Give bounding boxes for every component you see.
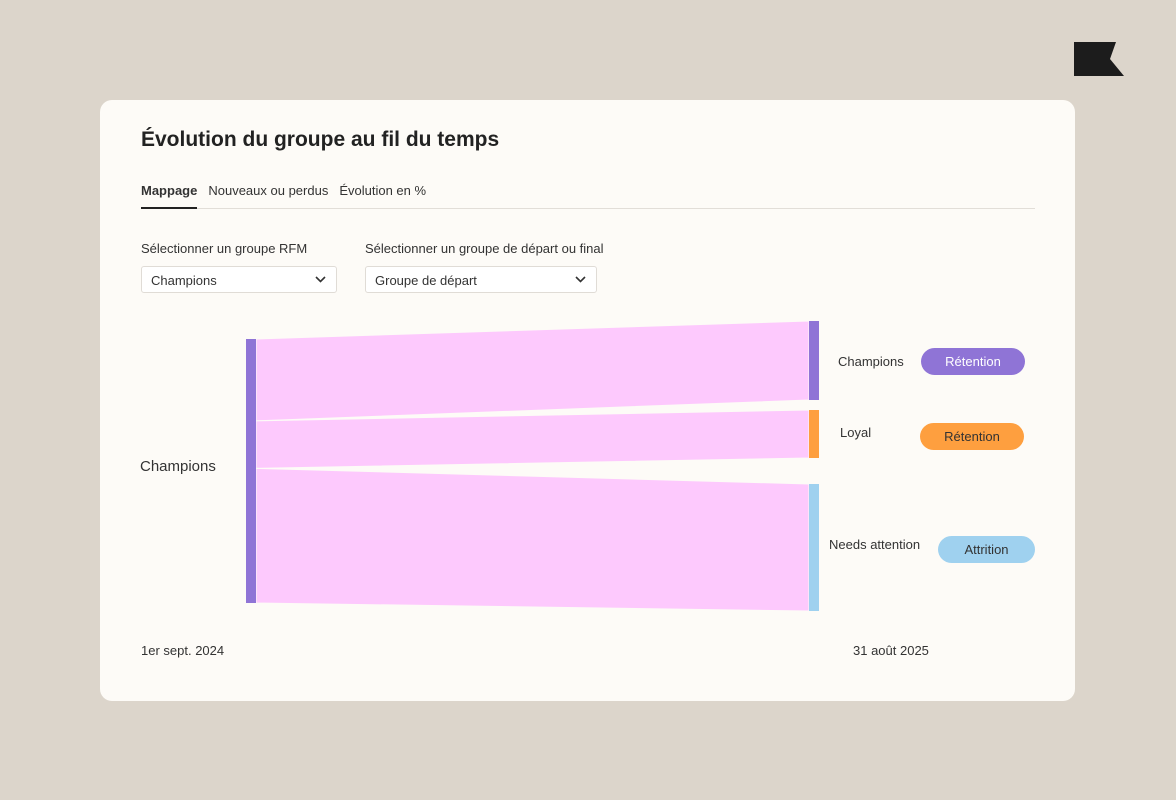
sankey-link bbox=[255, 467, 810, 612]
status-badge-attrition: Attrition bbox=[938, 536, 1035, 563]
chevron-down-icon bbox=[575, 276, 586, 283]
chevron-down-icon bbox=[315, 276, 326, 283]
sankey-target-node bbox=[809, 410, 819, 458]
tab-bar: Mappage Nouveaux ou perdus Évolution en … bbox=[141, 183, 1035, 209]
sankey-target-node bbox=[809, 484, 819, 611]
group-select-value: Groupe de départ bbox=[375, 273, 477, 288]
brand-logo bbox=[1074, 42, 1124, 76]
rfm-group-select[interactable]: Champions bbox=[141, 266, 337, 293]
target-label-loyal: Loyal bbox=[840, 425, 872, 440]
sankey-target-node bbox=[809, 321, 819, 400]
sankey-link bbox=[255, 409, 810, 469]
page-title: Évolution du groupe au fil du temps bbox=[141, 128, 500, 151]
sankey-source-node bbox=[246, 339, 256, 603]
start-date-label: 1er sept. 2024 bbox=[141, 643, 225, 658]
tab-mappage[interactable]: Mappage bbox=[141, 183, 198, 209]
tab-nouveaux-ou-perdus[interactable]: Nouveaux ou perdus bbox=[208, 183, 329, 198]
status-badge-retention: Rétention bbox=[920, 423, 1024, 450]
status-badge-retention: Rétention bbox=[921, 348, 1025, 375]
end-date-label: 31 août 2025 bbox=[853, 643, 929, 658]
tab-evolution-pct[interactable]: Évolution en % bbox=[339, 183, 427, 198]
target-label-needs-attention: Needs attention bbox=[829, 537, 921, 552]
source-node-label: Champions bbox=[140, 458, 216, 475]
group-evolution-card: Évolution du groupe au fil du temps Mapp… bbox=[100, 100, 1075, 701]
sankey-link bbox=[255, 320, 810, 422]
rfm-select-label: Sélectionner un groupe RFM bbox=[141, 241, 308, 256]
rfm-select-value: Champions bbox=[151, 273, 217, 288]
sankey-chart bbox=[246, 320, 819, 612]
start-end-group-select[interactable]: Groupe de départ bbox=[365, 266, 597, 293]
target-label-champions: Champions bbox=[838, 354, 904, 369]
group-select-label: Sélectionner un groupe de départ ou fina… bbox=[365, 241, 604, 256]
